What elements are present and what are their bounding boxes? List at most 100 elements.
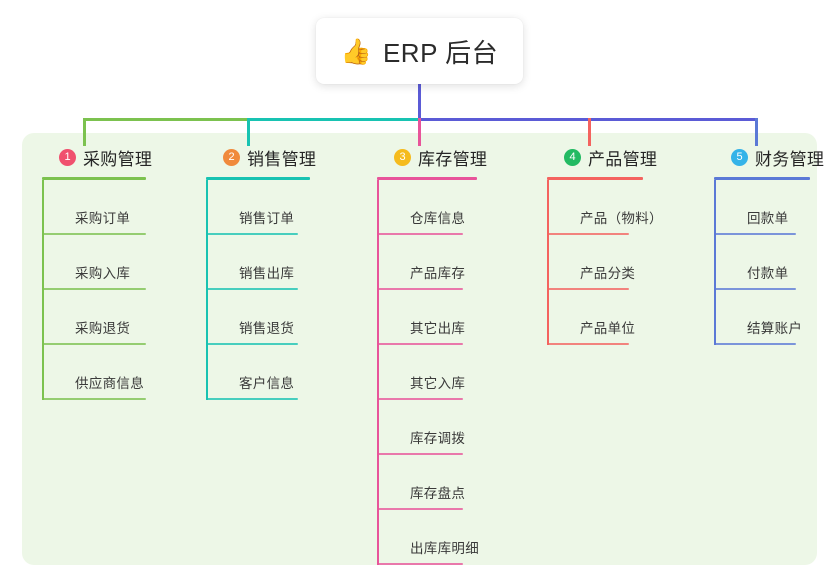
- tree-item[interactable]: 销售出库: [206, 235, 316, 290]
- column-spine: [206, 180, 208, 400]
- tree-item[interactable]: 客户信息: [206, 345, 316, 400]
- tree-item[interactable]: 仓库信息: [377, 180, 487, 235]
- badge-number-icon: 4: [564, 148, 581, 166]
- column-items: 产品（物料） 产品分类产品单位: [547, 180, 663, 345]
- column-items: 回款单付款单结算账户: [714, 180, 824, 345]
- tree-item-rule: [714, 288, 796, 290]
- tree-item-rule: [206, 343, 298, 345]
- tree-item-rule: [714, 343, 796, 345]
- tree-item[interactable]: 其它出库: [377, 290, 487, 345]
- tree-item-rule: [377, 233, 463, 235]
- diagram-panel: [22, 133, 817, 565]
- column-spine: [377, 180, 379, 565]
- tree-item[interactable]: 采购订单: [42, 180, 152, 235]
- tree-item-rule: [377, 343, 463, 345]
- tree-item-rule: [206, 398, 298, 400]
- tree-item-rule: [377, 563, 463, 565]
- badge-number-icon: 5: [731, 148, 748, 166]
- tree-item-label: 客户信息: [239, 376, 295, 391]
- tree-item-label: 采购入库: [75, 266, 131, 281]
- tree-item-label: 销售订单: [239, 211, 295, 226]
- tree-item[interactable]: 结算账户: [714, 290, 824, 345]
- column-spine: [42, 180, 44, 400]
- tree-item-rule: [547, 343, 629, 345]
- tree-item[interactable]: 产品分类: [547, 235, 657, 290]
- column-header-5[interactable]: 5 财务管理: [714, 145, 824, 169]
- tree-item[interactable]: 产品（物料）: [547, 180, 663, 235]
- tree-item-label: 产品分类: [580, 266, 636, 281]
- tree-item-label: 库存盘点: [410, 486, 466, 501]
- column-header-1[interactable]: 1 采购管理: [42, 145, 152, 169]
- thumbs-up-icon: 👍: [340, 36, 372, 66]
- tree-item-label: 供应商信息: [75, 376, 144, 391]
- tree-item[interactable]: 付款单: [714, 235, 824, 290]
- column-2: 2 销售管理销售订单销售出库销售退货客户信息: [206, 145, 316, 400]
- tree-item-label: 其它出库: [410, 321, 466, 336]
- tree-item-rule: [547, 288, 629, 290]
- tree-item-label: 采购退货: [75, 321, 131, 336]
- tree-item[interactable]: 采购入库: [42, 235, 152, 290]
- tree-item-rule: [206, 288, 298, 290]
- root-node-content: 👍 ERP 后台: [341, 33, 498, 70]
- root-node[interactable]: 👍 ERP 后台: [316, 18, 523, 84]
- tree-item-label: 仓库信息: [410, 211, 466, 226]
- tree-item-rule: [42, 233, 146, 235]
- tree-item-label: 采购订单: [75, 211, 131, 226]
- tree-item-rule: [42, 398, 146, 400]
- tree-item-rule: [42, 343, 146, 345]
- tree-item[interactable]: 产品库存: [377, 235, 487, 290]
- tree-item-rule: [377, 453, 463, 455]
- column-4: 4 产品管理产品（物料） 产品分类产品单位: [547, 145, 663, 345]
- tree-item-rule: [547, 233, 629, 235]
- tree-item-label: 付款单: [747, 266, 789, 281]
- badge-number-icon: 2: [223, 148, 240, 166]
- tree-item[interactable]: 销售退货: [206, 290, 316, 345]
- column-header-rule: [42, 177, 146, 180]
- tree-item[interactable]: 库存盘点: [377, 455, 487, 510]
- column-title: 产品管理: [588, 149, 658, 169]
- tree-item-label: 产品（物料）: [580, 211, 663, 226]
- tree-item[interactable]: 销售订单: [206, 180, 316, 235]
- column-items: 采购订单采购入库采购退货供应商信息: [42, 180, 152, 400]
- tree-item-label: 其它入库: [410, 376, 466, 391]
- tree-item-label: 销售退货: [239, 321, 295, 336]
- tree-item[interactable]: 采购退货: [42, 290, 152, 345]
- column-3: 3 库存管理仓库信息产品库存其它出库其它入库库存调拨库存盘点出库库明细: [377, 145, 487, 565]
- tree-item[interactable]: 产品单位: [547, 290, 657, 345]
- tree-item-rule: [377, 508, 463, 510]
- column-header-rule: [206, 177, 310, 180]
- root-title: ERP 后台: [382, 37, 499, 68]
- badge-number-icon: 1: [59, 148, 76, 166]
- column-title: 销售管理: [247, 149, 317, 169]
- tree-item-label: 产品单位: [580, 321, 636, 336]
- tree-item-label: 库存调拨: [410, 431, 466, 446]
- column-header-rule: [377, 177, 477, 180]
- column-5: 5 财务管理回款单付款单结算账户: [714, 145, 824, 345]
- column-header-3[interactable]: 3 库存管理: [377, 145, 487, 169]
- tree-item-rule: [377, 398, 463, 400]
- column-header-2[interactable]: 2 销售管理: [206, 145, 316, 169]
- tree-item[interactable]: 其它入库: [377, 345, 487, 400]
- column-items: 仓库信息产品库存其它出库其它入库库存调拨库存盘点出库库明细: [377, 180, 487, 565]
- tree-item[interactable]: 库存调拨: [377, 400, 487, 455]
- tree-item[interactable]: 回款单: [714, 180, 824, 235]
- column-spine: [547, 180, 549, 345]
- tree-item-rule: [714, 233, 796, 235]
- tree-item-label: 回款单: [747, 211, 789, 226]
- tree-item-label: 结算账户: [747, 321, 803, 336]
- tree-item[interactable]: 供应商信息: [42, 345, 152, 400]
- column-title: 采购管理: [83, 149, 153, 169]
- tree-item-rule: [206, 233, 298, 235]
- tree-item-label: 产品库存: [410, 266, 466, 281]
- column-header-4[interactable]: 4 产品管理: [547, 145, 657, 169]
- column-1: 1 采购管理采购订单采购入库采购退货供应商信息: [42, 145, 152, 400]
- tree-item-rule: [377, 288, 463, 290]
- column-title: 库存管理: [418, 149, 488, 169]
- tree-item-rule: [42, 288, 146, 290]
- column-title: 财务管理: [755, 149, 825, 169]
- column-header-rule: [714, 177, 810, 180]
- column-spine: [714, 180, 716, 345]
- badge-number-icon: 3: [394, 148, 411, 166]
- tree-item[interactable]: 出库库明细: [377, 510, 487, 565]
